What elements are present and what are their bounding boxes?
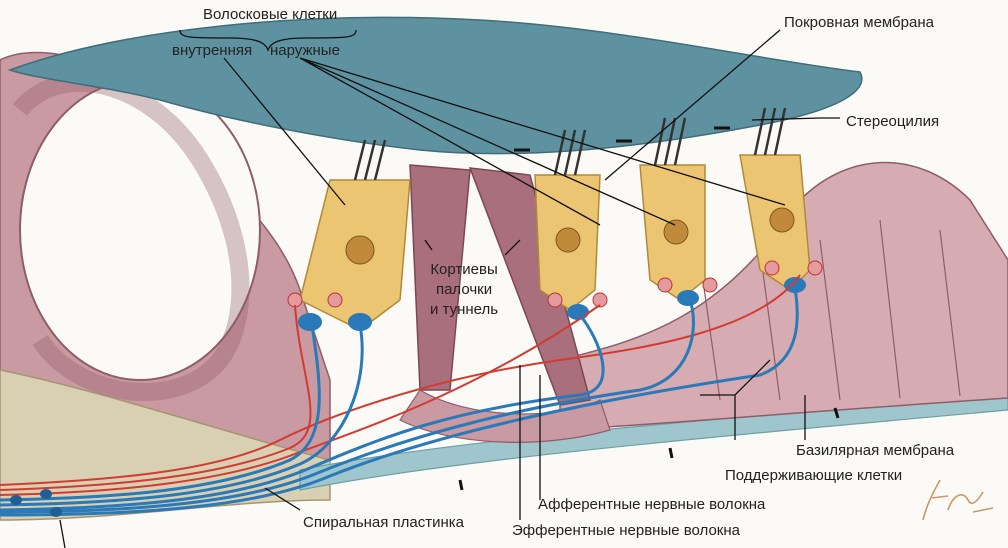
outer-hair-cells-label: наружные xyxy=(270,42,340,60)
spiral-lamina-label: Спиральная пластинка xyxy=(303,514,464,532)
inner-hair-cell-label: внутренняя xyxy=(172,42,252,60)
corti-rods-label: Кортиевы палочки и туннель xyxy=(430,260,498,320)
outer-hair-cell-2 xyxy=(640,118,705,300)
basilar-membrane-label: Базилярная мембрана xyxy=(796,442,954,460)
efferent-fibers-label: Эфферентные нервные волокна xyxy=(512,522,740,540)
artist-signature xyxy=(918,470,998,530)
tectorial-membrane-label: Покровная мембрана xyxy=(784,14,934,32)
supporting-cells-label: Поддерживающие клетки xyxy=(725,467,902,485)
hair-cells-label: Волосковые клетки xyxy=(203,6,337,24)
inner-hair-cell xyxy=(300,140,410,330)
stereocilia-label: Стереоцилия xyxy=(846,113,939,131)
afferent-fibers-label: Афферентные нервные волокна xyxy=(538,496,765,514)
